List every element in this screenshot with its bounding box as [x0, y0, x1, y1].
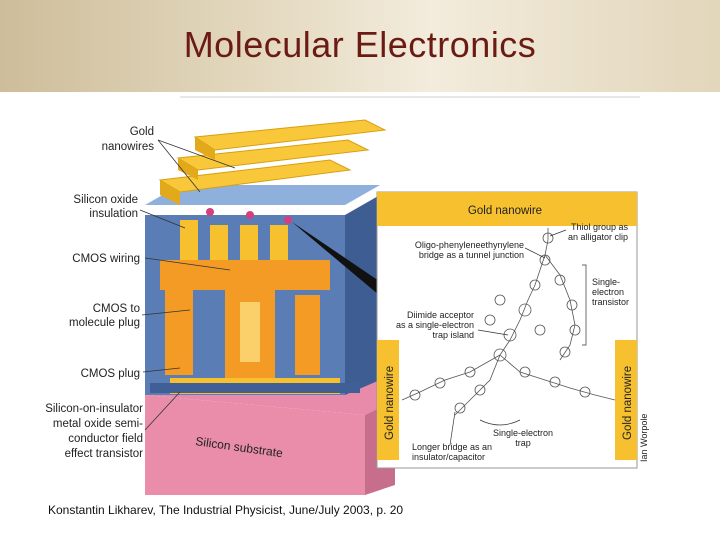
cmos-plug-right — [295, 295, 320, 375]
bridge-line-1: Oligo-phenyleneethynylene — [415, 240, 524, 250]
molecule-plug-2 — [210, 225, 228, 260]
label-soi-4: effect transistor — [65, 448, 144, 460]
molecule-inset: Gold nanowire Gold nanowire Gold nanowir… — [376, 191, 649, 469]
nanowire-2-end — [178, 158, 198, 180]
inset-left-wire — [377, 340, 399, 460]
set-trap-line-2: trap — [515, 438, 531, 448]
device-block: Silicon substrate — [145, 119, 395, 495]
label-gold: Gold — [130, 126, 154, 138]
thiol-line-1: Thiol group as — [571, 222, 629, 232]
inset-pointer — [292, 222, 385, 300]
molecule-2 — [246, 211, 254, 219]
acceptor-line-2: as a single-electron — [396, 320, 474, 330]
label-silicon-oxide: Silicon oxide — [73, 194, 138, 206]
label-cmos-to: CMOS to — [93, 303, 140, 315]
set-trap-line-1: Single-electron — [493, 428, 553, 438]
longer-bridge-line-2: insulator/capacitor — [412, 452, 485, 462]
source-caption: Konstantin Likharev, The Industrial Phys… — [48, 503, 404, 517]
set-line-3: transistor — [592, 297, 629, 307]
label-nanowires: nanowires — [102, 141, 155, 153]
acceptor-line-1: Diimide acceptor — [407, 310, 474, 320]
leader-lines — [139, 139, 236, 431]
set-line-2: electron — [592, 287, 624, 297]
inset-top-wire — [377, 192, 637, 226]
set-line-1: Single- — [592, 277, 620, 287]
molecule-plug-3 — [240, 225, 258, 260]
thiol-line-2: an alligator clip — [568, 232, 628, 242]
cmos-wiring-bar — [160, 260, 330, 290]
label-soi-2: metal oxide semi- — [53, 418, 143, 430]
label-cmos-wiring: CMOS wiring — [72, 253, 140, 265]
left-labels: Gold nanowires Silicon oxide insulation … — [45, 126, 154, 460]
molecule-plug-1 — [180, 220, 198, 260]
acceptor-line-3: trap island — [432, 330, 474, 340]
inset-right-wire-label: Gold nanowire — [622, 366, 634, 440]
label-cmos-plug: CMOS plug — [81, 368, 140, 380]
silicon-substrate — [145, 395, 365, 495]
inset-right-wire — [615, 340, 637, 460]
label-insulation: insulation — [89, 208, 138, 220]
label-molecule-plug: molecule plug — [69, 317, 140, 329]
title-banner — [0, 0, 720, 92]
soi-layer — [150, 383, 360, 393]
cmos-plug-left — [165, 290, 193, 375]
inset-top-wire-label: Gold nanowire — [468, 205, 542, 217]
label-soi-1: Silicon-on-insulator — [45, 403, 143, 415]
slide-title: Molecular Electronics — [183, 24, 537, 65]
longer-bridge-line-1: Longer bridge as an — [412, 442, 492, 452]
label-soi-3: conductor field — [68, 433, 143, 445]
cmos-body-side — [345, 195, 380, 395]
cmos-plug-highlight — [240, 302, 260, 362]
nanowire-1-end — [160, 180, 180, 205]
inset-left-wire-label: Gold nanowire — [384, 366, 396, 440]
nanowire-3-end — [195, 137, 215, 160]
molecule-structure — [401, 228, 616, 416]
cmos-top — [145, 185, 380, 205]
molecule-plug-4 — [270, 225, 288, 260]
molecule-3 — [284, 216, 292, 224]
bridge-line-2: bridge as a tunnel junction — [419, 250, 524, 260]
molecule-1 — [206, 208, 214, 216]
inset-leaders — [449, 229, 587, 446]
illustrator-credit: Ian Worpole — [639, 414, 649, 462]
